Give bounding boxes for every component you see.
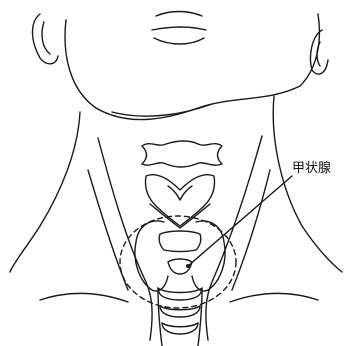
lips-middle (152, 27, 206, 30)
lips-lower (154, 38, 204, 44)
thyroid-notch (168, 186, 192, 200)
left-ear (33, 14, 59, 64)
left-ear-inner (42, 22, 50, 54)
cricoid-cartilage (159, 231, 201, 252)
right-sternocleidomastoid (206, 136, 262, 340)
hyoid-bone (142, 141, 222, 167)
tracheal-ring-1 (158, 288, 202, 300)
thyroid-left-lobe (135, 221, 168, 291)
lips-upper (156, 12, 202, 17)
right-clavicle (230, 293, 318, 302)
right-sternocleidomastoid-inner (232, 170, 270, 290)
left-clavicle (40, 293, 128, 302)
right-ear-inner (317, 42, 320, 66)
jaw-outline (65, 14, 319, 120)
thyroid-right-lobe (192, 221, 225, 291)
neck-left-contour (10, 112, 80, 272)
left-sternocleidomastoid (98, 138, 152, 340)
trachea-left-wall (158, 288, 162, 346)
callout-label: 甲状腺 (292, 161, 331, 176)
jaw-shadow-line (112, 104, 212, 116)
trachea-right-wall (198, 288, 202, 346)
tracheal-ring-3 (162, 323, 198, 334)
